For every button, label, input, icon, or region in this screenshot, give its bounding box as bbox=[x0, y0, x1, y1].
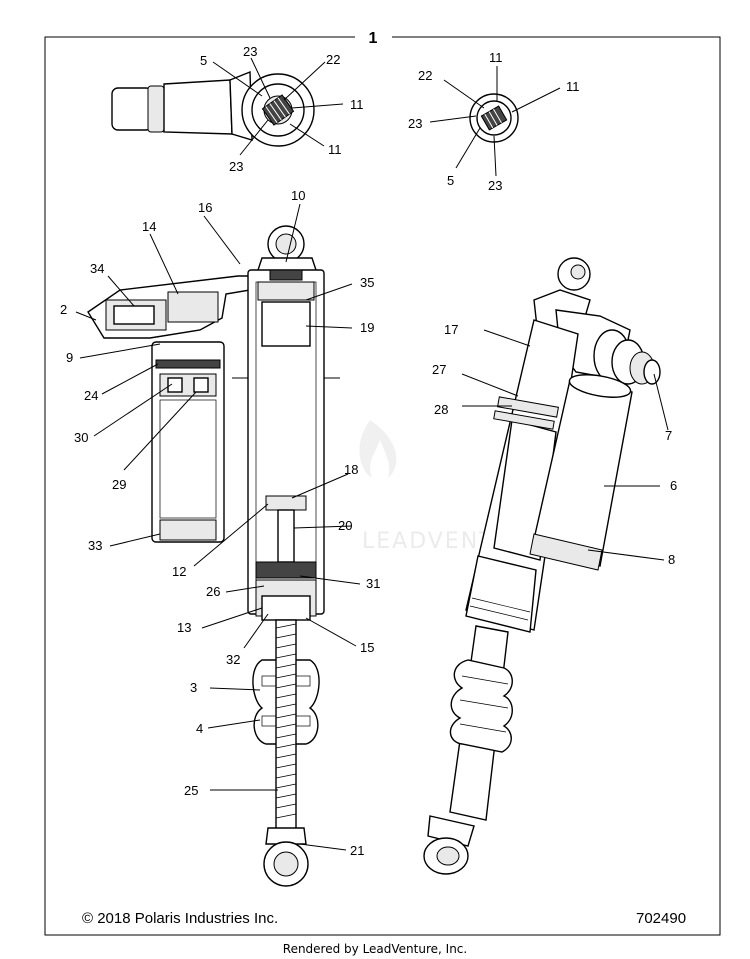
callout-17: 17 bbox=[444, 322, 458, 337]
callout-23: 23 bbox=[243, 44, 257, 59]
callout-14: 14 bbox=[142, 219, 156, 234]
callout-8: 8 bbox=[668, 552, 675, 567]
callout-35: 35 bbox=[360, 275, 374, 290]
callout-34: 34 bbox=[90, 261, 104, 276]
callout-9: 9 bbox=[66, 350, 73, 365]
callout-13: 13 bbox=[177, 620, 191, 635]
callout-6: 6 bbox=[670, 478, 677, 493]
callout-32: 32 bbox=[226, 652, 240, 667]
reservoir-end-detail-right bbox=[469, 93, 519, 143]
callout-16: 16 bbox=[198, 200, 212, 215]
assembly-number: 1 bbox=[369, 30, 378, 47]
callout-5: 5 bbox=[447, 173, 454, 188]
callout-2: 2 bbox=[60, 302, 67, 317]
callout-3: 3 bbox=[190, 680, 197, 695]
callout-33: 33 bbox=[88, 538, 102, 553]
shock-cross-section bbox=[87, 225, 340, 887]
callout-15: 15 bbox=[360, 640, 374, 655]
rendered-by-credit: Rendered by LeadVenture, Inc. bbox=[282, 942, 468, 956]
callout-28: 28 bbox=[434, 402, 448, 417]
callout-26: 26 bbox=[206, 584, 220, 599]
callout-11: 11 bbox=[350, 97, 364, 112]
callout-22: 22 bbox=[418, 68, 432, 83]
callout-11: 11 bbox=[489, 50, 503, 65]
callout-23: 23 bbox=[408, 116, 422, 131]
callout-21: 21 bbox=[350, 843, 364, 858]
callout-30: 30 bbox=[74, 430, 88, 445]
callout-22: 22 bbox=[326, 52, 340, 67]
callout-10: 10 bbox=[291, 188, 305, 203]
callout-7: 7 bbox=[665, 428, 672, 443]
copyright-notice: © 2018 Polaris Industries Inc. bbox=[82, 910, 279, 927]
callout-31: 31 bbox=[366, 576, 380, 591]
callout-5: 5 bbox=[200, 53, 207, 68]
callout-25: 25 bbox=[184, 783, 198, 798]
diagram-border bbox=[44, 36, 721, 936]
callout-24: 24 bbox=[84, 388, 98, 403]
callout-29: 29 bbox=[112, 477, 126, 492]
diagram-part-number: 702490 bbox=[636, 910, 687, 927]
callout-12: 12 bbox=[172, 564, 186, 579]
callout-20: 20 bbox=[338, 518, 352, 533]
callout-19: 19 bbox=[360, 320, 374, 335]
callout-11: 11 bbox=[566, 79, 580, 94]
reservoir-end-detail-left bbox=[111, 70, 315, 147]
callout-11: 11 bbox=[328, 142, 342, 157]
callout-23: 23 bbox=[229, 159, 243, 174]
shock-assembled-view bbox=[423, 257, 661, 875]
callout-18: 18 bbox=[344, 462, 358, 477]
callout-23: 23 bbox=[488, 178, 502, 193]
callout-27: 27 bbox=[432, 362, 446, 377]
callout-4: 4 bbox=[196, 721, 203, 736]
